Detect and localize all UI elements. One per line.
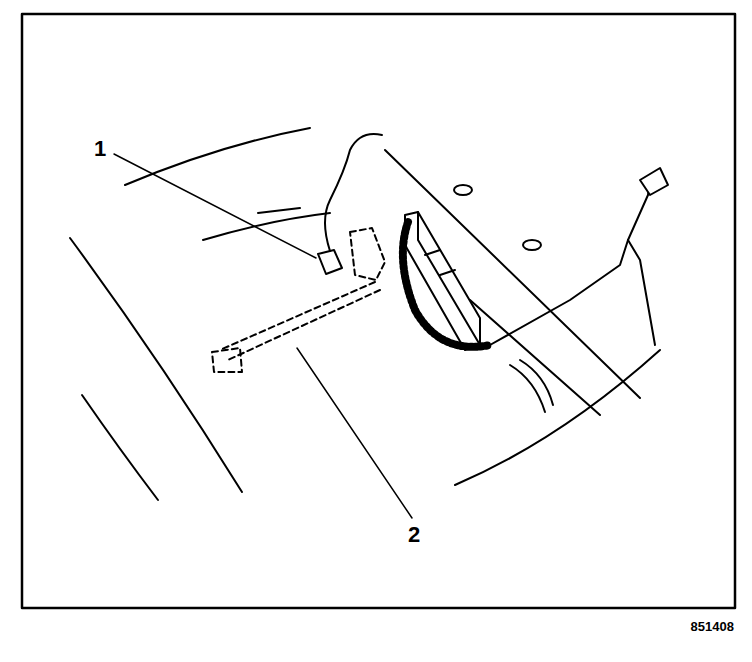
body-contour bbox=[203, 213, 330, 240]
module bbox=[425, 250, 455, 275]
body-contour bbox=[455, 350, 660, 485]
body-contour bbox=[258, 208, 300, 213]
wire-harness bbox=[403, 180, 650, 347]
module bbox=[405, 212, 480, 350]
leader-line bbox=[114, 154, 316, 258]
frame bbox=[22, 14, 735, 608]
wire-harness bbox=[403, 222, 490, 347]
body-contour bbox=[520, 360, 553, 405]
body-contour bbox=[125, 128, 310, 185]
body-contour bbox=[385, 150, 640, 398]
bracket-hidden bbox=[220, 282, 380, 360]
callout-number: 2 bbox=[408, 524, 420, 546]
connector bbox=[640, 168, 668, 195]
body-contour bbox=[82, 395, 158, 500]
leader-line bbox=[297, 348, 412, 518]
body-contour bbox=[510, 365, 545, 412]
hole bbox=[454, 185, 472, 195]
figure-number: 851408 bbox=[691, 620, 734, 633]
callout-number: 1 bbox=[94, 138, 106, 160]
wire-harness bbox=[628, 240, 655, 345]
body-contour bbox=[70, 238, 242, 492]
bracket-hidden bbox=[350, 228, 385, 280]
sensor bbox=[318, 250, 342, 274]
hole bbox=[523, 240, 541, 250]
body-contour bbox=[470, 300, 600, 415]
sensor-wire bbox=[325, 134, 382, 251]
bracket-hidden bbox=[212, 348, 242, 372]
